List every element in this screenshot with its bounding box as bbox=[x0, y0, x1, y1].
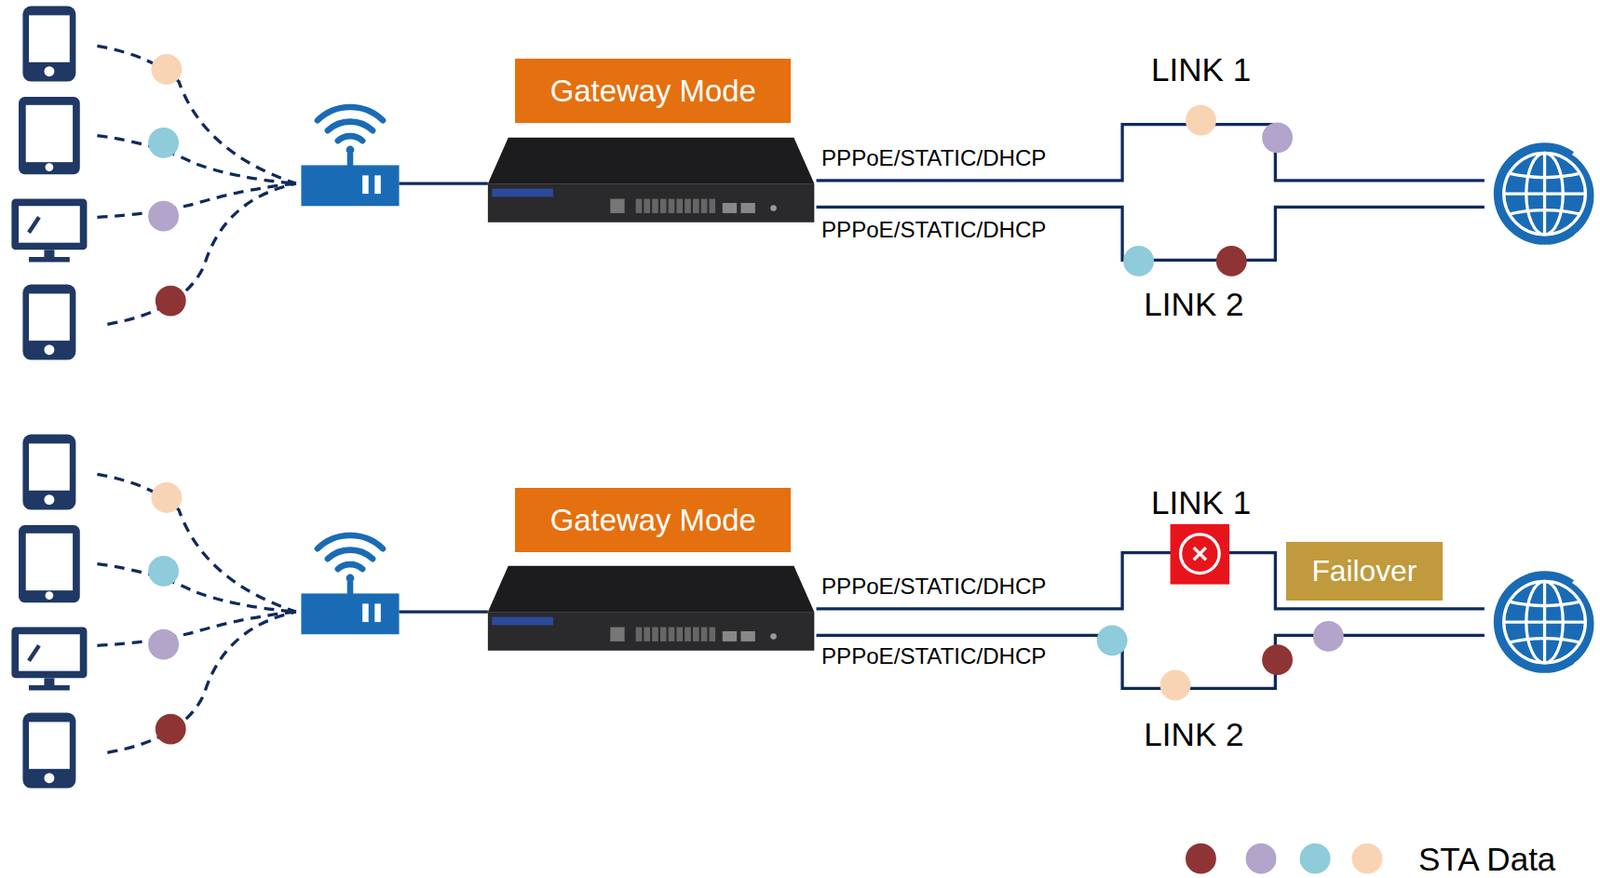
node-text: Gateway Mode bbox=[550, 502, 757, 539]
wan-protocol: PPPoE/STATIC/DHCP bbox=[821, 145, 1046, 172]
wan-protocol: PPPoE/STATIC/DHCP bbox=[821, 573, 1046, 600]
network-panel bbox=[11, 6, 1596, 361]
wifi-router bbox=[300, 535, 399, 635]
wan-protocol: PPPoE/STATIC/DHCP bbox=[821, 643, 1046, 670]
internet-globe bbox=[1493, 570, 1597, 674]
node-text: Failover bbox=[1311, 554, 1417, 589]
client-device bbox=[22, 713, 76, 789]
network-panel bbox=[11, 434, 1596, 789]
client-device bbox=[11, 627, 87, 692]
client-device bbox=[22, 284, 76, 361]
internet-globe bbox=[1493, 142, 1597, 245]
sta-data-dot bbox=[150, 54, 182, 85]
sta-data-dot bbox=[1123, 245, 1154, 277]
mode-banner: Gateway Mode bbox=[515, 58, 791, 123]
sta-data-dot bbox=[148, 555, 179, 587]
wan-protocol: PPPoE/STATIC/DHCP bbox=[821, 216, 1046, 244]
link-name: LINK 1 bbox=[1151, 484, 1251, 522]
gateway-device bbox=[488, 566, 814, 651]
client-device bbox=[22, 6, 76, 82]
sta-data-dot bbox=[155, 714, 187, 746]
link-name: LINK 2 bbox=[1143, 285, 1244, 324]
link-failure-mark bbox=[1170, 524, 1231, 585]
gateway-device bbox=[488, 137, 814, 223]
legend-dots bbox=[1185, 843, 1383, 875]
sta-data-dot bbox=[1185, 105, 1217, 136]
sta-data-dot bbox=[1216, 245, 1248, 277]
link-name: LINK 1 bbox=[1151, 51, 1251, 89]
sta-data-dot bbox=[1160, 670, 1192, 702]
sta-data-dot bbox=[1261, 644, 1293, 676]
sta-data-dot bbox=[1097, 624, 1128, 656]
sta-data-dot bbox=[155, 285, 187, 317]
sta-data-dot bbox=[148, 201, 179, 232]
link-name: LINK 2 bbox=[1143, 716, 1244, 754]
wan-wires bbox=[399, 553, 1485, 690]
sta-data-dot bbox=[1261, 122, 1293, 153]
client-device bbox=[22, 434, 76, 511]
legend-text: STA Data bbox=[1418, 840, 1556, 878]
mode-banner: Gateway Mode bbox=[515, 488, 791, 553]
sta-data-dot bbox=[1313, 621, 1344, 652]
node-text: Gateway Mode bbox=[550, 73, 757, 109]
sta-data-dot bbox=[148, 629, 179, 661]
client-device bbox=[18, 525, 81, 603]
sta-data-dot bbox=[148, 127, 179, 159]
wifi-router bbox=[300, 107, 399, 206]
client-device bbox=[18, 96, 81, 175]
client-device bbox=[11, 199, 87, 263]
failover-tag: Failover bbox=[1286, 542, 1443, 600]
wan-wires bbox=[399, 124, 1485, 261]
sta-data-dot bbox=[150, 482, 182, 514]
